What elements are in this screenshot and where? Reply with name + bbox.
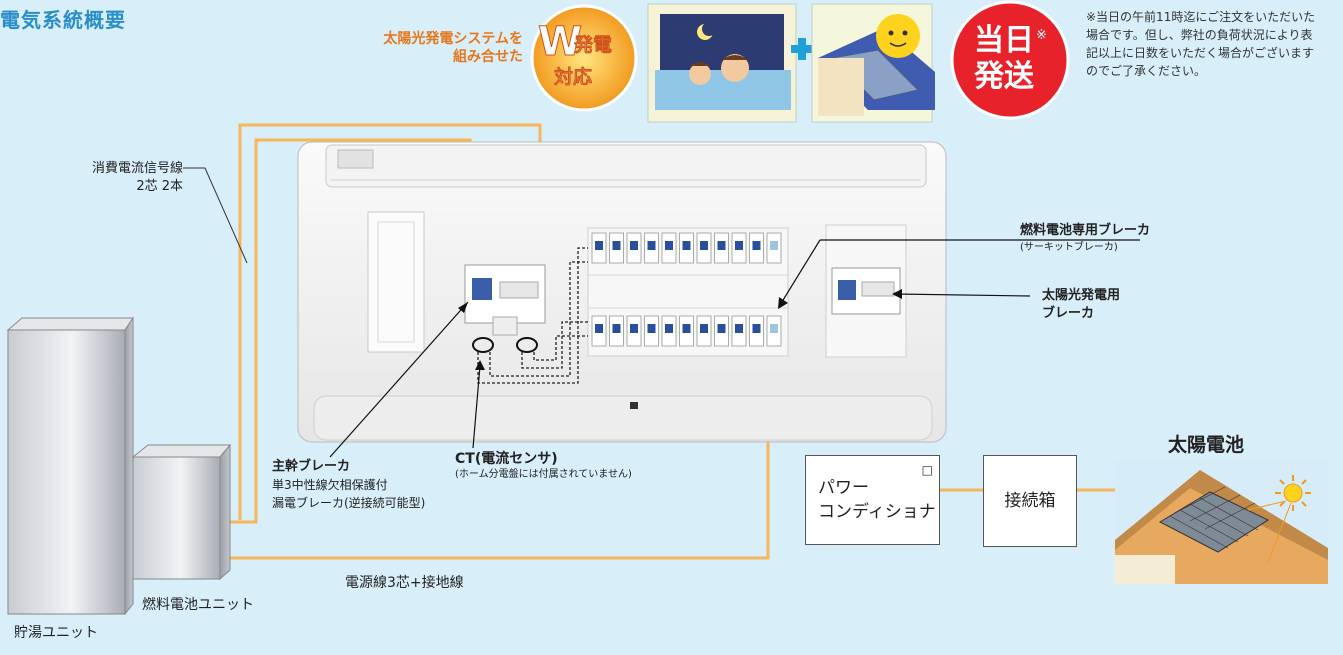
branch-breaker-handle: [647, 241, 656, 250]
main-breaker-sub1: 単3中性線欠相保護付: [272, 478, 388, 492]
branch-breaker-handle: [717, 324, 726, 333]
branch-breaker-handle: [630, 241, 638, 250]
signal-line-label-2: 2芯 2本: [136, 179, 183, 194]
ct-sensor-left: [472, 337, 494, 353]
branch-breaker-handle: [595, 324, 603, 333]
branch-breaker-handle: [630, 324, 638, 333]
power-conditioner-label-1: パワー: [818, 478, 869, 498]
solar-breaker-label-1: 太陽光発電用: [1042, 288, 1121, 303]
junction-box: 接続箱: [983, 455, 1077, 547]
w-badge: [530, 4, 638, 112]
signal-line-leader: [183, 167, 248, 264]
ct-wiring: [477, 247, 588, 384]
bath-illustration: [647, 3, 797, 123]
badge-hatsuden: 発電: [574, 34, 613, 57]
solar-combo-line2: 組み合せた: [453, 49, 523, 65]
branch-breaker-handle: [770, 324, 778, 333]
branch-breaker-handle: [735, 324, 743, 333]
solar-cell-label: 太陽電池: [1168, 434, 1245, 456]
arrow-solar-breaker: [892, 289, 902, 299]
ct-sub: (ホーム分電盤には付属されていません): [455, 469, 632, 480]
branch-breaker-handle: [700, 324, 708, 333]
solar-breaker-label: 太陽光発電用 ブレーカ: [1042, 287, 1120, 323]
branch-breaker-handle: [665, 241, 673, 250]
hot-water-unit: [6, 316, 134, 616]
fuel-breaker-sub: (サーキットブレーカ): [1020, 242, 1118, 253]
solar-combo-line1: 太陽光発電システムを: [383, 31, 523, 47]
same-day-line2: 発送: [974, 59, 1034, 94]
signal-line-label: 消費電流信号線 2芯 2本: [46, 160, 183, 196]
fuel-cell-unit: [131, 443, 232, 581]
branch-breaker-handle: [612, 241, 621, 250]
same-day-text: 当日 ※ 発送: [966, 22, 1056, 102]
sun-house-illustration: [811, 3, 935, 123]
power-line-label: 電源線3芯+接地線: [345, 575, 464, 591]
branch-breaker-handle: [700, 241, 708, 250]
signal-line-label-1: 消費電流信号線: [91, 161, 183, 176]
branch-breaker-handle: [647, 324, 656, 333]
fuel-breaker-label: 燃料電池専用ブレーカ: [1020, 223, 1151, 238]
same-day-badge: [950, 0, 1070, 120]
branch-breaker-handle: [595, 241, 603, 250]
power-conditioner-box: □ パワー コンディショナ: [805, 455, 940, 545]
page-title: 電気系統概要: [0, 8, 126, 32]
arrow-fuel-breaker: [778, 297, 788, 309]
branch-breaker-handle: [752, 241, 761, 250]
same-day-mark: ※: [1036, 28, 1047, 43]
branch-breaker-handle: [682, 241, 691, 250]
branch-breaker-handle: [682, 324, 691, 333]
main-breaker-sub2: 漏電ブレーカ(逆接続可能型): [272, 496, 426, 510]
arrow-main-breaker: [458, 302, 468, 313]
power-conditioner-mark: □: [921, 463, 933, 477]
branch-breaker-handle: [717, 241, 726, 250]
plus-icon: [791, 38, 813, 60]
branch-breaker-handle: [752, 324, 761, 333]
ct-title: CT(電流センサ): [455, 451, 558, 467]
w-badge-text: W 発電 対応: [532, 14, 636, 106]
fuel-cell-unit-label: 燃料電池ユニット: [142, 597, 254, 613]
main-breaker-title: 主幹ブレーカ: [272, 459, 351, 474]
ct-sensor-right: [516, 337, 538, 353]
branch-breaker-handle: [665, 324, 673, 333]
branch-breaker-handle: [612, 324, 621, 333]
junction-box-label: 接続箱: [1004, 491, 1056, 511]
solar-breaker-label-2: ブレーカ: [1042, 306, 1095, 321]
delivery-note: ※当日の午前11時迄にご注文をいただいた場合です。但し、弊社の負荷状況により表記…: [1086, 10, 1316, 78]
branch-breaker-handle: [770, 241, 778, 250]
badge-taiou: 対応: [554, 66, 593, 89]
ct-label: CT(電流センサ) (ホーム分電盤には付属されていません): [455, 450, 632, 482]
badge-w: W: [537, 19, 583, 65]
branch-breakers-bottom: [591, 315, 782, 347]
branch-breakers-top: [591, 232, 782, 264]
hot-water-unit-label: 貯湯ユニット: [14, 625, 98, 641]
solar-roof-illustration: [1115, 460, 1328, 584]
sun-icon: [1247, 475, 1311, 563]
same-day-line1: 当日: [974, 23, 1034, 58]
leaders: [329, 239, 1140, 458]
arrow-ct: [475, 360, 485, 370]
power-conditioner-label-2: コンディショナ: [818, 502, 936, 522]
distribution-panel: [297, 141, 947, 443]
solar-combo-text: 太陽光発電システムを 組み合せた: [340, 30, 523, 66]
branch-breaker-handle: [735, 241, 743, 250]
main-breaker-label: 主幹ブレーカ 単3中性線欠相保護付 漏電ブレーカ(逆接続可能型): [272, 458, 425, 512]
